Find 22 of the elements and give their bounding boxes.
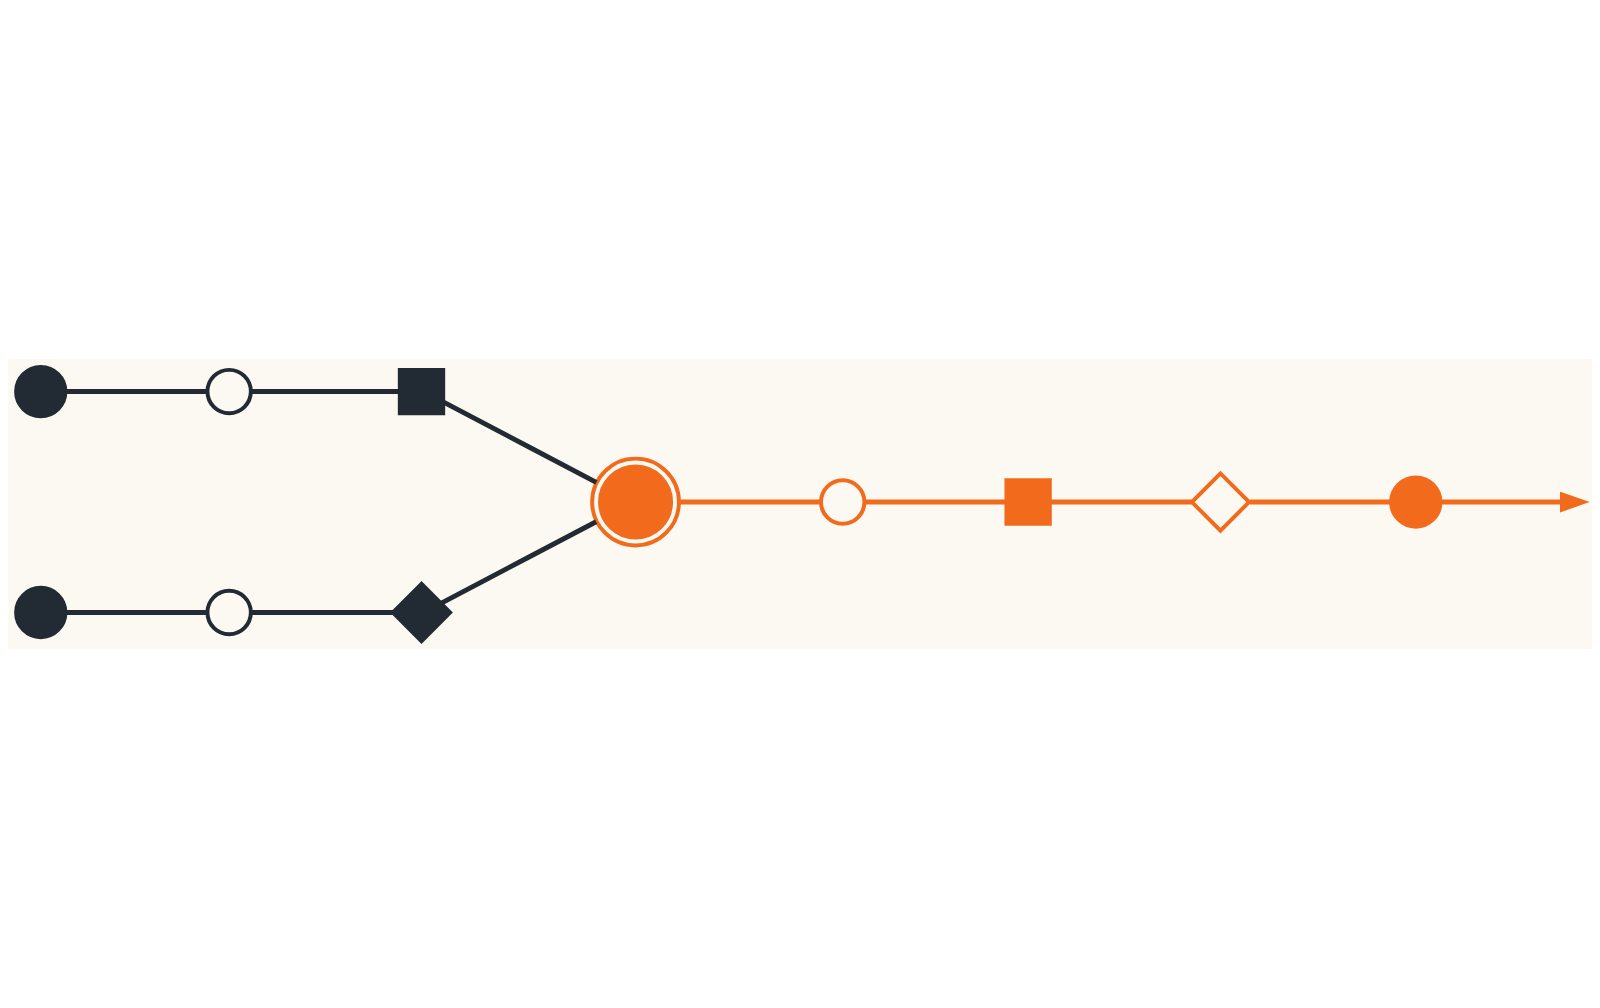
connector	[66, 389, 208, 394]
node-circle	[14, 364, 68, 419]
node-circle	[205, 367, 253, 416]
node-diamond	[1189, 470, 1252, 534]
arrow	[1440, 491, 1590, 513]
connector	[1050, 499, 1192, 505]
connector	[1249, 499, 1391, 505]
node-diamond	[390, 581, 453, 644]
node-circle	[14, 585, 68, 640]
node-box	[397, 367, 446, 416]
connector	[251, 610, 393, 615]
connector	[864, 499, 1006, 505]
connector	[442, 399, 598, 485]
node-circle	[590, 456, 681, 548]
connector	[679, 499, 821, 505]
node-circle	[819, 478, 867, 526]
connector	[440, 519, 598, 606]
node-circle	[1389, 475, 1443, 529]
connector	[251, 389, 400, 394]
connector	[66, 610, 208, 615]
node-box	[1004, 478, 1052, 526]
node-circle	[205, 588, 253, 637]
